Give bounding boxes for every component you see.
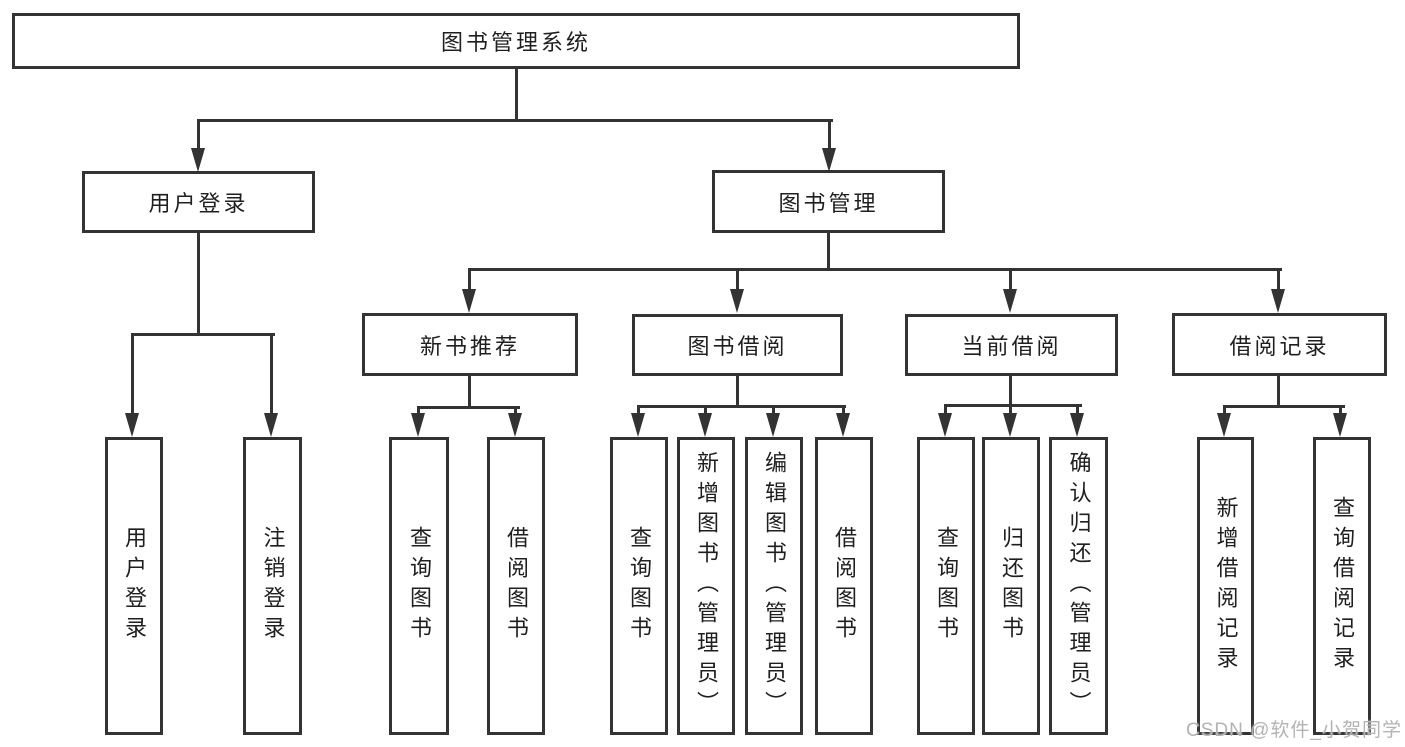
arrow-down-icon <box>1003 413 1017 437</box>
node-root-label: 图书管理系统 <box>440 30 591 55</box>
leaf-return-book-label: 归还图书 <box>999 526 1024 646</box>
leaf-edit-book-admin-label: 编辑图书（管理员） <box>762 451 787 721</box>
connector-current-drop-1 <box>944 404 947 416</box>
connector-bookmgmt-drop-4 <box>1277 268 1280 292</box>
connector-borrow-drop-1 <box>637 405 640 416</box>
leaf-borrow-books-borrow: 借阅图书 <box>815 437 873 735</box>
leaf-edit-book-admin: 编辑图书（管理员） <box>745 437 803 735</box>
connector-borrow-drop-3 <box>772 405 775 416</box>
connector-userlogin-drop-2 <box>270 333 273 415</box>
connector-bookmgmt-drop-3 <box>1009 268 1012 292</box>
connector-bookmgmt-drop-2 <box>736 268 739 292</box>
arrow-down-icon <box>730 289 744 313</box>
arrow-down-icon <box>1003 289 1017 313</box>
leaf-confirm-return-admin-label: 确认归还（管理员） <box>1066 451 1092 721</box>
connector-current-drop-2 <box>1009 404 1012 416</box>
arrow-down-icon <box>1271 289 1285 313</box>
connector-borrow-drop-2 <box>704 405 707 416</box>
connector-borrow-crossbar <box>637 405 846 408</box>
arrow-down-icon <box>631 413 645 437</box>
node-new-book-recommend: 新书推荐 <box>362 313 578 376</box>
leaf-borrow-books-recommend-label: 借阅图书 <box>504 526 529 646</box>
connector-recommend-crossbar <box>417 406 520 409</box>
leaf-query-borrow-record: 查询借阅记录 <box>1313 437 1371 735</box>
connector-root-trunk <box>515 69 518 122</box>
leaf-query-books-current-label: 查询图书 <box>934 526 959 646</box>
leaf-query-books-borrow: 查询图书 <box>610 437 668 735</box>
connector-records-crossbar <box>1223 405 1345 408</box>
connector-bookmgmt-trunk <box>827 233 830 271</box>
leaf-query-books-recommend-label: 查询图书 <box>407 526 432 646</box>
arrow-down-icon <box>411 413 425 437</box>
arrow-down-icon <box>125 413 139 437</box>
node-user-login-label: 用户登录 <box>148 191 249 216</box>
connector-root-drop-left <box>197 119 200 152</box>
connector-recommend-trunk <box>468 376 471 409</box>
node-current-borrow: 当前借阅 <box>905 314 1118 376</box>
leaf-add-borrow-record-label: 新增借阅记录 <box>1213 496 1239 676</box>
connector-current-drop-3 <box>1076 404 1079 416</box>
arrow-down-icon <box>191 148 205 172</box>
leaf-add-borrow-record: 新增借阅记录 <box>1197 437 1254 735</box>
connector-root-drop-right <box>828 119 831 152</box>
connector-userlogin-crossbar <box>131 333 275 336</box>
node-book-management: 图书管理 <box>712 170 945 233</box>
node-borrow-records: 借阅记录 <box>1172 313 1387 376</box>
leaf-return-book: 归还图书 <box>982 437 1040 735</box>
connector-root-crossbar <box>197 119 833 122</box>
arrow-down-icon <box>766 413 780 437</box>
connector-userlogin-trunk <box>197 233 200 336</box>
leaf-query-books-recommend: 查询图书 <box>389 437 449 735</box>
node-book-borrow-label: 图书借阅 <box>687 334 788 359</box>
leaf-query-books-current: 查询图书 <box>917 437 975 735</box>
connector-recommend-drop-1 <box>417 406 420 416</box>
node-current-borrow-label: 当前借阅 <box>961 334 1062 359</box>
connector-records-drop-1 <box>1223 405 1226 416</box>
arrow-down-icon <box>264 413 278 437</box>
watermark: CSDN @软件_小贺同学 <box>1186 720 1402 741</box>
node-user-login: 用户登录 <box>82 171 315 233</box>
leaf-user-login-label: 用户登录 <box>122 526 147 646</box>
node-root: 图书管理系统 <box>12 13 1020 69</box>
arrow-down-icon <box>462 289 476 313</box>
arrow-down-icon <box>508 413 522 437</box>
connector-current-trunk <box>1009 376 1012 407</box>
leaf-borrow-books-borrow-label: 借阅图书 <box>832 526 857 646</box>
arrow-down-icon <box>698 413 712 437</box>
connector-records-drop-2 <box>1339 405 1342 416</box>
connector-bookmgmt-crossbar <box>468 268 1282 271</box>
leaf-user-login: 用户登录 <box>105 437 163 735</box>
node-new-book-recommend-label: 新书推荐 <box>419 333 520 359</box>
leaf-query-books-borrow-label: 查询图书 <box>627 526 652 646</box>
leaf-confirm-return-admin: 确认归还（管理员） <box>1049 437 1108 735</box>
connector-borrow-trunk <box>736 376 739 408</box>
arrow-down-icon <box>1070 413 1084 437</box>
node-borrow-records-label: 借阅记录 <box>1229 333 1330 359</box>
leaf-add-book-admin-label: 新增图书（管理员） <box>694 451 719 721</box>
arrow-down-icon <box>1333 413 1347 437</box>
arrow-down-icon <box>822 148 836 172</box>
node-book-borrow: 图书借阅 <box>632 314 843 376</box>
leaf-add-book-admin: 新增图书（管理员） <box>677 437 735 735</box>
leaf-query-borrow-record-label: 查询借阅记录 <box>1330 496 1355 676</box>
node-book-management-label: 图书管理 <box>778 190 879 216</box>
arrow-down-icon <box>836 413 850 437</box>
leaf-logout: 注销登录 <box>243 437 302 735</box>
connector-bookmgmt-drop-1 <box>468 268 471 292</box>
arrow-down-icon <box>938 413 952 437</box>
connector-borrow-drop-4 <box>842 405 845 416</box>
leaf-borrow-books-recommend: 借阅图书 <box>487 437 545 735</box>
leaf-logout-label: 注销登录 <box>260 526 286 646</box>
connector-current-crossbar <box>944 404 1082 407</box>
connector-recommend-drop-2 <box>514 406 517 416</box>
connector-records-trunk <box>1277 376 1280 408</box>
connector-userlogin-drop-1 <box>131 333 134 415</box>
arrow-down-icon <box>1217 413 1231 437</box>
